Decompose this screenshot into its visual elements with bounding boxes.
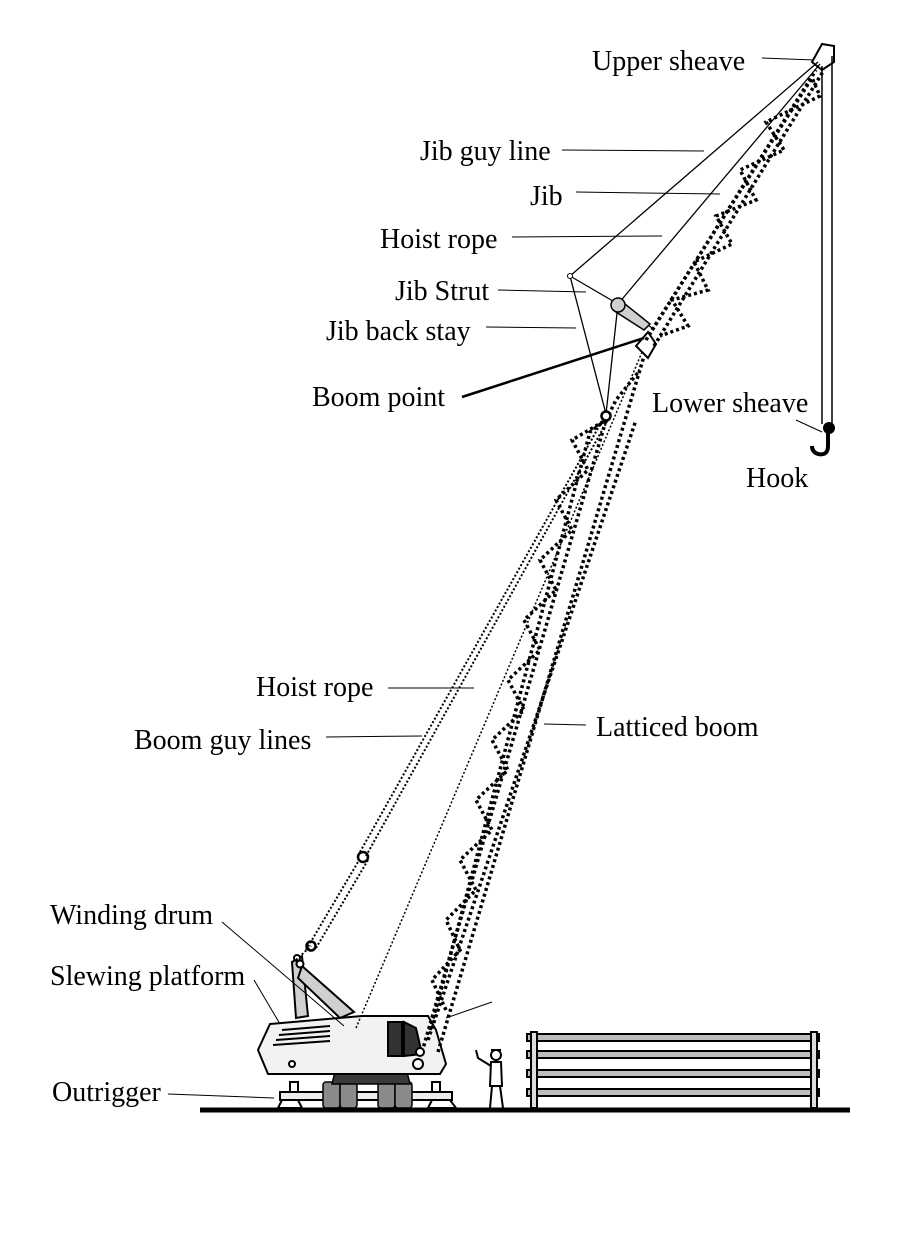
label-jib: Jib [530, 181, 563, 212]
jib-back-stay-block [610, 297, 652, 331]
label-jib-strut: Jib Strut [395, 276, 489, 307]
label-hook: Hook [746, 463, 808, 494]
label-latticed-boom: Latticed boom [596, 712, 759, 743]
hook-icon [810, 432, 830, 457]
label-boom-point: Boom point [312, 382, 445, 413]
jib-strut-top-pin [567, 273, 573, 279]
pipe-stack [526, 1031, 820, 1109]
label-hoist-rope-bottom: Hoist rope [256, 672, 373, 703]
worker-figure [475, 1049, 504, 1109]
outrigger [276, 1081, 458, 1109]
boom-guy-lines [295, 413, 611, 961]
hoist-rope-line [355, 337, 649, 1029]
leader-lines [167, 57, 823, 1099]
latticed-boom [420, 355, 646, 1053]
jib-truss [644, 69, 826, 347]
lower-sheave-block [823, 422, 835, 434]
label-boom-guy-lines: Boom guy lines [134, 725, 311, 756]
guy-line-sheaves [305, 850, 370, 952]
slewing-platform [256, 1015, 448, 1075]
label-winding-drum: Winding drum [50, 900, 213, 931]
jib-strut-pin [600, 410, 612, 422]
label-slewing-platform: Slewing platform [50, 961, 245, 992]
label-lower-sheave: Lower sheave [652, 388, 808, 419]
vent-grille [272, 1025, 331, 1046]
label-upper-sheave: Upper sheave [592, 46, 745, 77]
label-jib-back-stay: Jib back stay [326, 316, 471, 347]
upper-sheave [810, 42, 835, 72]
hoist-fall [821, 56, 833, 424]
a-frame-gantry [290, 954, 356, 1020]
label-hoist-rope-top: Hoist rope [380, 224, 497, 255]
boom-foot [415, 1047, 425, 1057]
label-outrigger: Outrigger [52, 1077, 162, 1108]
label-jib-guy-line: Jib guy line [420, 136, 551, 167]
